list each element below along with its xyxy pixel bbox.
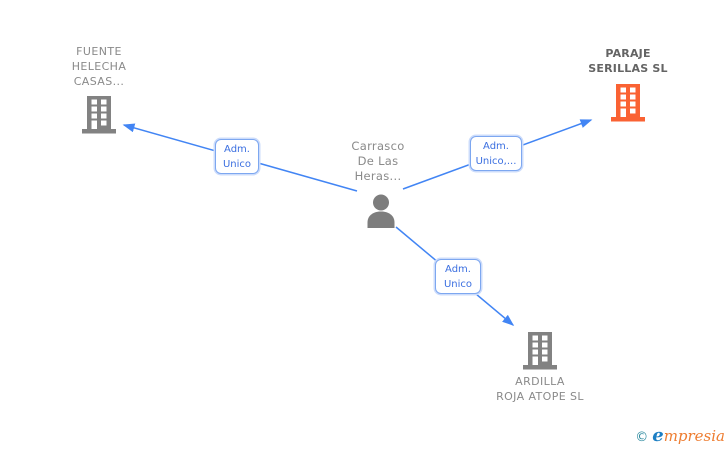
person-icon[interactable] <box>366 194 396 232</box>
building-icon[interactable] <box>523 332 558 374</box>
company-name-fuente-helecha[interactable]: FUENTE HELECHA CASAS... <box>71 45 127 88</box>
building-icon[interactable] <box>82 96 117 138</box>
edge-label-adm-unico-right: Adm. Unico,... <box>470 136 522 171</box>
edge-label-adm-unico-left: Adm. Unico <box>215 139 259 174</box>
empresia-logo[interactable]: ©empresia <box>635 427 725 447</box>
building-icon[interactable] <box>611 84 646 126</box>
empresia-logo-e: e <box>652 425 664 446</box>
person-name[interactable]: Carrasco De Las Heras... <box>351 139 405 183</box>
company-name-paraje-serillas[interactable]: PARAJE SERILLAS SL <box>588 47 668 75</box>
empresia-logo-text: mpresia <box>663 427 725 445</box>
copyright-icon: © <box>635 430 649 445</box>
company-name-ardilla-roja[interactable]: ARDILLA ROJA ATOPE SL <box>496 375 584 403</box>
edge-label-adm-unico-bottom: Adm. Unico <box>435 259 481 294</box>
